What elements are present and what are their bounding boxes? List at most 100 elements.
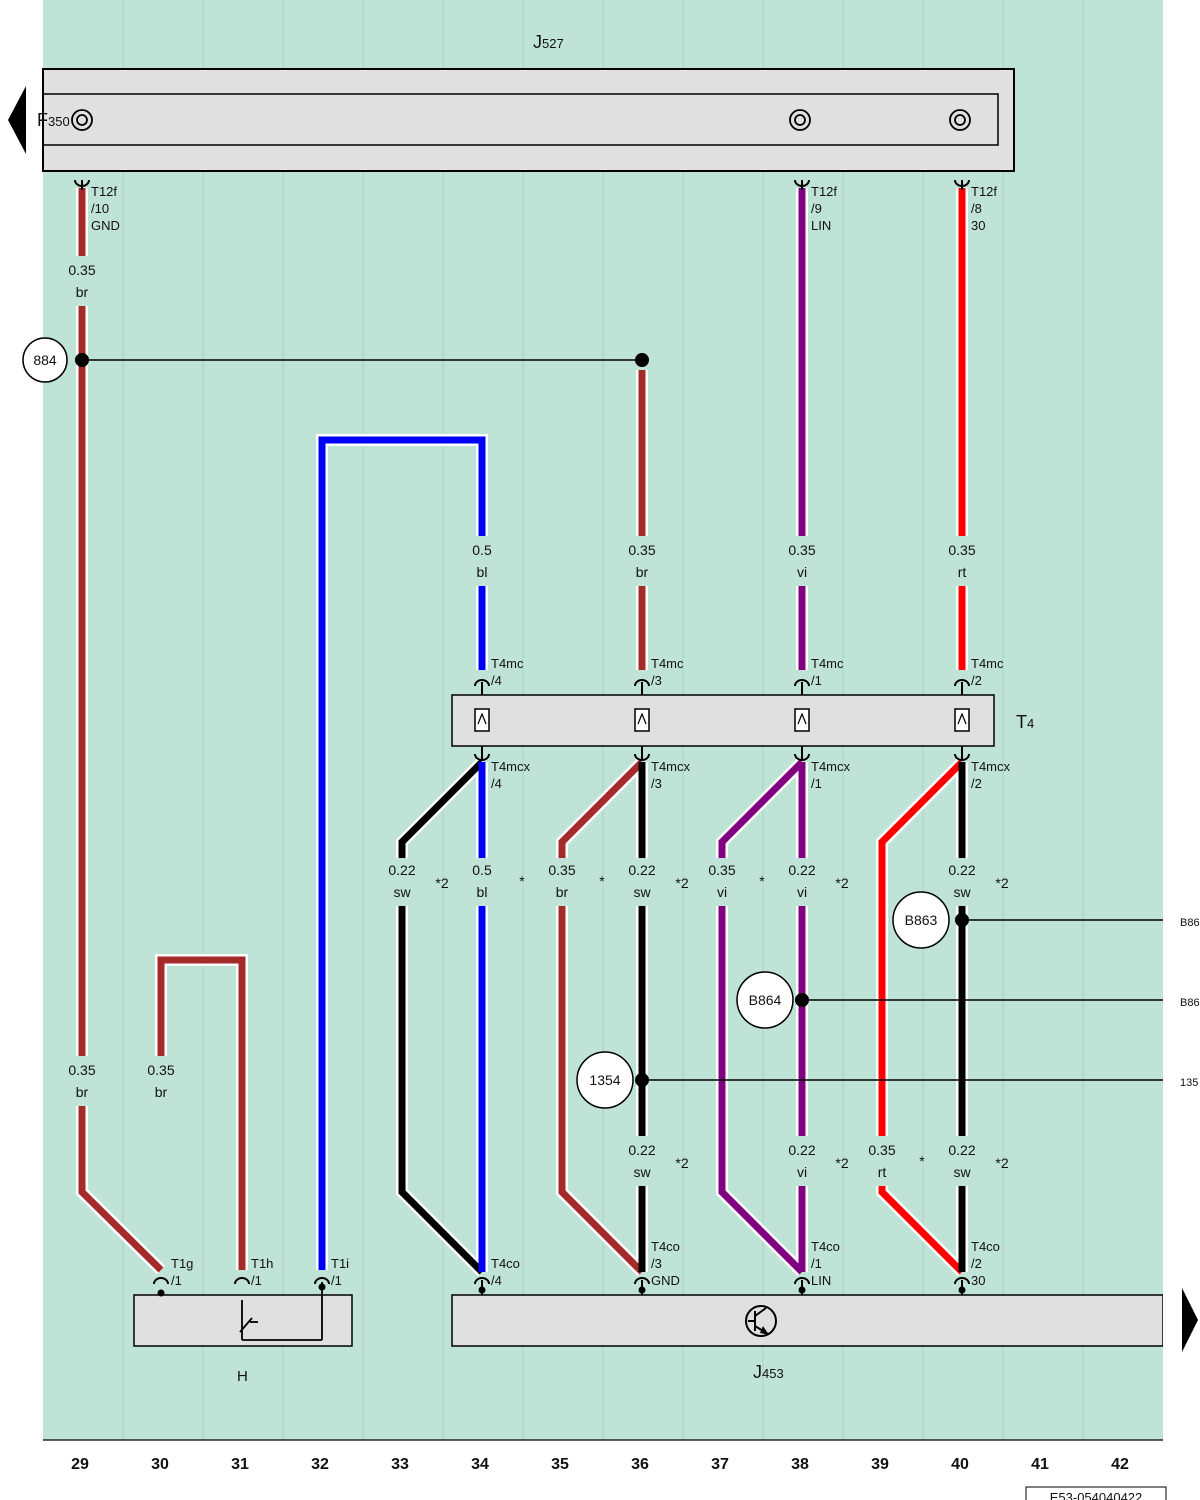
svg-text:B86: B86 bbox=[1180, 917, 1200, 929]
svg-text:*: * bbox=[759, 873, 765, 889]
right-margin bbox=[1163, 0, 1200, 1500]
j453-label: J453 bbox=[753, 1362, 784, 1382]
splice-884: 884 bbox=[22, 337, 68, 383]
splice-lines bbox=[82, 359, 1163, 1081]
drawing-id-box bbox=[1025, 1486, 1167, 1500]
splice-dot-icon bbox=[75, 353, 969, 1087]
drawing-id: E53-054040422 bbox=[1050, 1490, 1143, 1500]
svg-text:35: 35 bbox=[551, 1456, 569, 1473]
splice-b864: B864 bbox=[736, 971, 794, 1029]
svg-text:B863: B863 bbox=[905, 912, 938, 928]
f350-label: F350 bbox=[37, 110, 70, 130]
h-component bbox=[133, 1294, 353, 1347]
svg-text:T1h/1: T1h/1 bbox=[251, 1256, 273, 1288]
svg-text:T1g/1: T1g/1 bbox=[171, 1256, 193, 1288]
connector-pin-icon bbox=[477, 712, 967, 725]
wire-vi-37-lower bbox=[718, 906, 805, 1275]
f350-bus-bar bbox=[42, 93, 999, 146]
pin-dot-icon bbox=[157, 1289, 165, 1297]
wire-br-loop-h bbox=[157, 956, 246, 1270]
wire-vi-37 bbox=[718, 759, 805, 858]
t4-connector-housing bbox=[451, 694, 995, 747]
svg-text:T4mc/1: T4mc/1 bbox=[811, 656, 844, 688]
svg-text:1354: 1354 bbox=[589, 1072, 620, 1088]
wire-rt-39 bbox=[878, 759, 965, 1136]
wire-bl-32 bbox=[318, 436, 486, 1270]
svg-text:0.5bl: 0.5bl bbox=[472, 862, 492, 900]
svg-text:T4mc/4: T4mc/4 bbox=[491, 656, 524, 688]
wire-sw-33 bbox=[398, 759, 485, 858]
next-page-arrow-icon[interactable] bbox=[1182, 1288, 1198, 1352]
svg-text:*2: *2 bbox=[675, 1155, 688, 1171]
svg-text:T4mcx/4: T4mcx/4 bbox=[491, 759, 531, 791]
wire-sw-33-lower bbox=[398, 906, 485, 1275]
svg-text:*2: *2 bbox=[835, 1155, 848, 1171]
svg-text:42: 42 bbox=[1111, 1456, 1129, 1473]
j527-label: J527 bbox=[533, 32, 564, 52]
svg-text:37: 37 bbox=[711, 1456, 729, 1473]
wire-br-35-lower bbox=[558, 906, 645, 1275]
svg-text:*: * bbox=[599, 873, 605, 889]
svg-text:0.5bl: 0.5bl bbox=[472, 542, 492, 580]
wire-br-35 bbox=[558, 759, 645, 858]
splice-b863: B863 bbox=[892, 891, 950, 949]
edge-references: B86 B86 135 bbox=[1180, 917, 1200, 1089]
transistor-arrow-icon bbox=[760, 1326, 769, 1335]
svg-text:T4mcx/2: T4mcx/2 bbox=[971, 759, 1011, 791]
wire-br-29-lower bbox=[78, 1106, 164, 1273]
svg-text:T4mcx/1: T4mcx/1 bbox=[811, 759, 851, 791]
svg-text:33: 33 bbox=[391, 1456, 409, 1473]
svg-text:32: 32 bbox=[311, 1456, 329, 1473]
svg-text:*2: *2 bbox=[835, 875, 848, 891]
h-label: H bbox=[237, 1368, 248, 1385]
svg-text:T4mcx/3: T4mcx/3 bbox=[651, 759, 691, 791]
svg-text:884: 884 bbox=[33, 352, 57, 368]
svg-text:30: 30 bbox=[151, 1456, 169, 1473]
wire-rt-39-lower bbox=[878, 1186, 965, 1275]
svg-text:T4mc/3: T4mc/3 bbox=[651, 656, 684, 688]
previous-page-arrow[interactable] bbox=[8, 86, 26, 154]
j453-module bbox=[451, 1294, 1164, 1347]
svg-text:40: 40 bbox=[951, 1456, 969, 1473]
svg-text:38: 38 bbox=[791, 1456, 809, 1473]
terminal-icon bbox=[74, 179, 970, 1295]
svg-text:39: 39 bbox=[871, 1456, 889, 1473]
connector-pin-icon bbox=[474, 708, 970, 732]
splice-1354: 1354 bbox=[576, 1051, 634, 1109]
svg-text:T4co/4: T4co/4 bbox=[491, 1256, 520, 1288]
internal-pin-icon bbox=[71, 109, 971, 131]
svg-text:B864: B864 bbox=[749, 992, 782, 1008]
j527-module bbox=[42, 68, 1015, 172]
svg-text:135: 135 bbox=[1180, 1077, 1198, 1089]
svg-text:T4mc/2: T4mc/2 bbox=[971, 656, 1004, 688]
svg-text:T12f/830: T12f/830 bbox=[971, 184, 997, 233]
t4-label: T4 bbox=[1016, 712, 1034, 732]
svg-text:T4co/230: T4co/230 bbox=[971, 1239, 1000, 1288]
svg-text:*2: *2 bbox=[995, 1155, 1008, 1171]
svg-text:T1i/1: T1i/1 bbox=[331, 1256, 349, 1288]
svg-text:B86: B86 bbox=[1180, 997, 1200, 1009]
svg-text:*: * bbox=[919, 1153, 925, 1169]
svg-text:*2: *2 bbox=[435, 875, 448, 891]
svg-text:*2: *2 bbox=[675, 875, 688, 891]
